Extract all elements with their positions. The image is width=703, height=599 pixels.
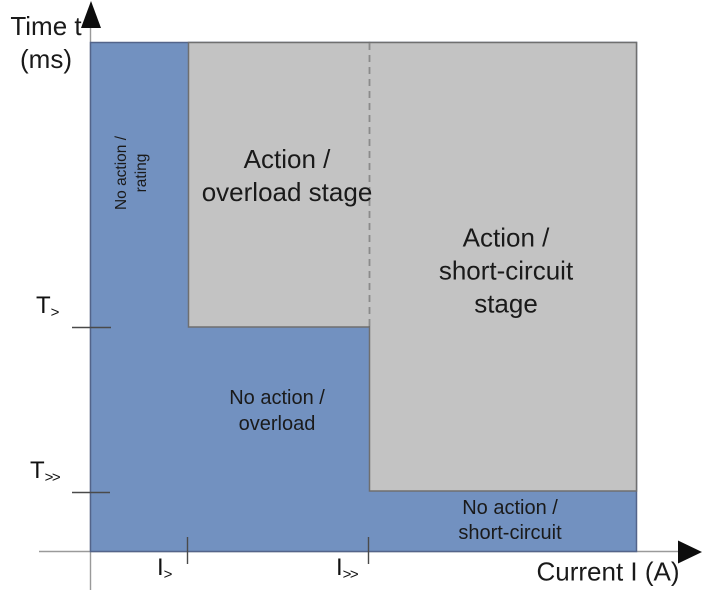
y-tick-label-t-overload: T> bbox=[36, 292, 60, 326]
tick-base: T bbox=[36, 292, 51, 319]
y-axis-title: Time t (ms) bbox=[10, 11, 82, 74]
tick-base: I bbox=[336, 554, 343, 581]
region-label-action-short-circuit-stage: Action / short-circuit stage bbox=[438, 222, 574, 319]
tick-base: T bbox=[30, 457, 45, 484]
tick-subscript: >> bbox=[342, 566, 359, 583]
tick-subscript: >> bbox=[44, 469, 61, 486]
x-tick-label-i-short-circuit: I>> bbox=[336, 554, 359, 588]
region-label-action-overload-stage: Action / overload stage bbox=[201, 144, 373, 207]
y-tick-label-t-short-circuit: T>> bbox=[30, 457, 61, 491]
tick-base: I bbox=[157, 554, 164, 581]
region-label-no-action-short-circuit: No action / short-circuit bbox=[458, 497, 562, 544]
tick-subscript: > bbox=[163, 566, 173, 583]
x-tick-label-i-overload: I> bbox=[157, 554, 173, 588]
region-label-no-action-rating: No action / rating bbox=[113, 135, 150, 211]
x-axis-arrow-icon bbox=[678, 540, 702, 564]
x-axis-title: Current I (A) bbox=[536, 556, 680, 587]
tick-subscript: > bbox=[50, 304, 60, 321]
region-label-no-action-overload: No action / overload bbox=[229, 387, 325, 435]
y-axis-arrow-icon bbox=[81, 1, 101, 28]
action-overload-region bbox=[188, 42, 370, 327]
action-short-circuit-region bbox=[369, 42, 637, 491]
